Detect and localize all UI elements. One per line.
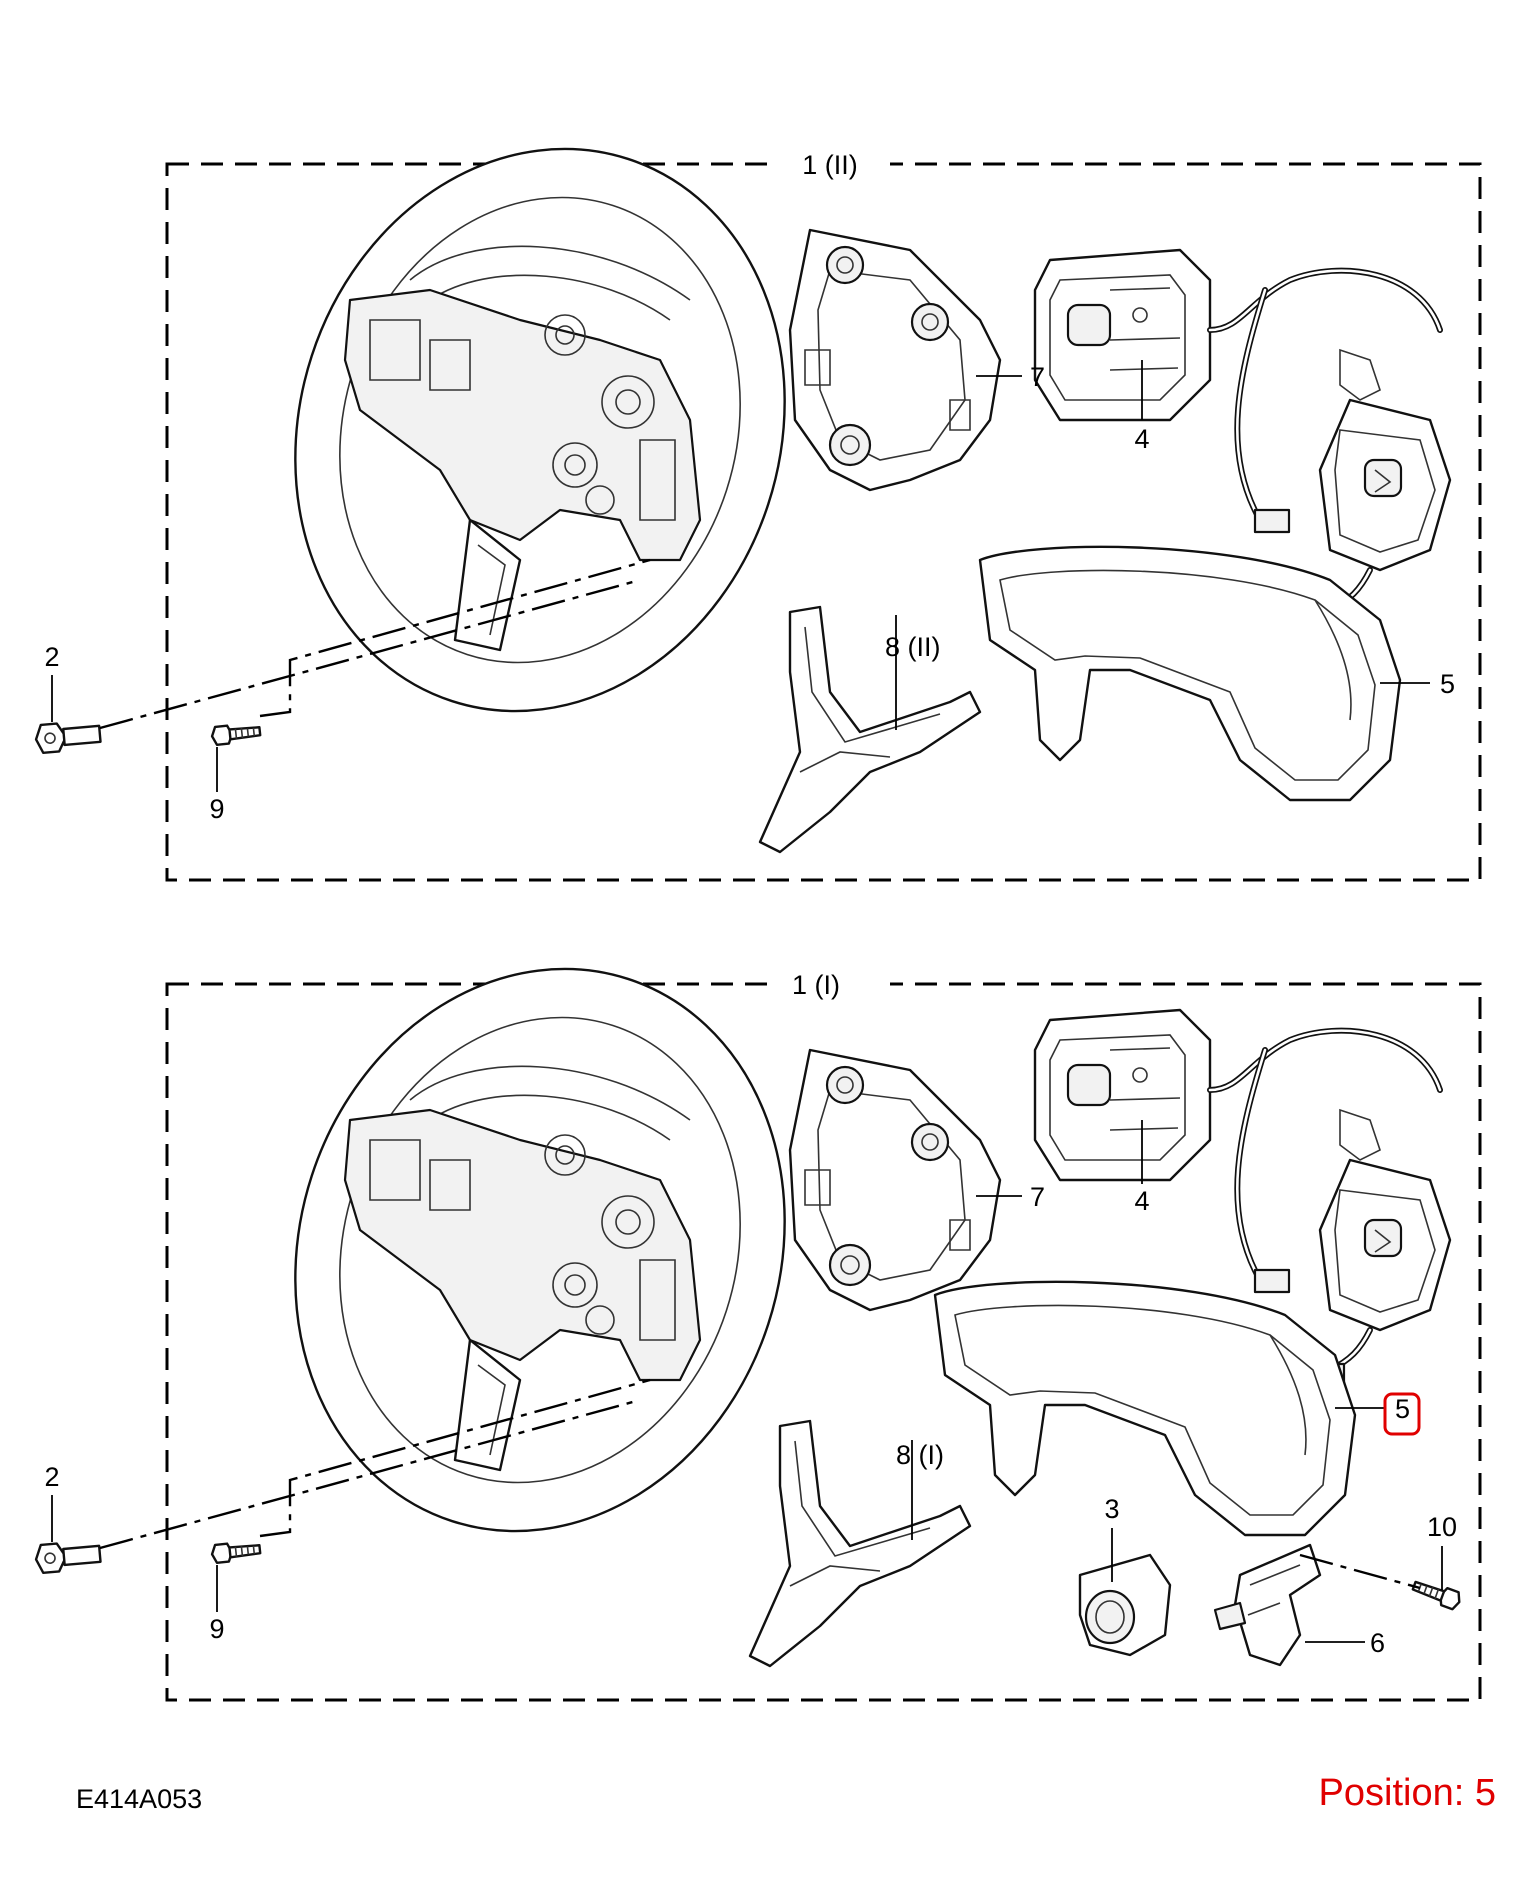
callout-2: 2 bbox=[44, 1462, 59, 1492]
bolt bbox=[33, 1538, 103, 1575]
airbag-mounting-plate bbox=[788, 228, 1002, 492]
trim-shroud bbox=[933, 1280, 1357, 1537]
callout-5: 5 bbox=[1395, 1394, 1410, 1424]
callout-10: 10 bbox=[1427, 1512, 1457, 1542]
steering-wheel bbox=[222, 903, 858, 1597]
callout-9: 9 bbox=[209, 794, 224, 824]
axis-line bbox=[259, 558, 651, 718]
callout-7: 7 bbox=[1030, 362, 1045, 392]
axis-line bbox=[1299, 1553, 1421, 1590]
highlight-ring bbox=[1383, 1392, 1421, 1436]
callout-5: 5 bbox=[1440, 669, 1455, 699]
callout-8: 8 (I) bbox=[896, 1440, 944, 1470]
callout-8: 8 (II) bbox=[885, 632, 941, 662]
horn-unit bbox=[1078, 1553, 1172, 1657]
steering-wheel bbox=[222, 83, 858, 777]
screw bbox=[209, 1539, 262, 1565]
panel-bottom: 1 (I) 2 9 7 4 8 (I) 5 3 6 bbox=[33, 903, 1482, 1702]
airbag-mounting-plate bbox=[788, 1048, 1002, 1312]
screw bbox=[1409, 1576, 1464, 1612]
callout-4: 4 bbox=[1134, 424, 1149, 454]
callout-6: 6 bbox=[1370, 1628, 1385, 1658]
axis-line bbox=[99, 1398, 641, 1550]
bolt bbox=[33, 718, 103, 755]
reference-code: E414A053 bbox=[76, 1784, 203, 1814]
panel-bottom-title: 1 (I) bbox=[792, 970, 840, 1000]
bracket bbox=[1213, 1543, 1322, 1667]
panel-top-title: 1 (II) bbox=[802, 150, 858, 180]
callout-9: 9 bbox=[209, 1614, 224, 1644]
trim-shroud bbox=[978, 545, 1402, 802]
callout-2: 2 bbox=[44, 642, 59, 672]
screw bbox=[209, 721, 262, 747]
callout-3: 3 bbox=[1104, 1494, 1119, 1524]
callout-4: 4 bbox=[1134, 1186, 1149, 1216]
position-label: Position: 5 bbox=[1318, 1772, 1496, 1814]
lower-cover bbox=[758, 605, 982, 854]
callout-7: 7 bbox=[1030, 1182, 1045, 1212]
panel-top: 1 (II) 2 9 7 4 8 (II) 5 bbox=[33, 83, 1482, 882]
axis-line bbox=[259, 1378, 651, 1538]
axis-line bbox=[99, 578, 641, 730]
